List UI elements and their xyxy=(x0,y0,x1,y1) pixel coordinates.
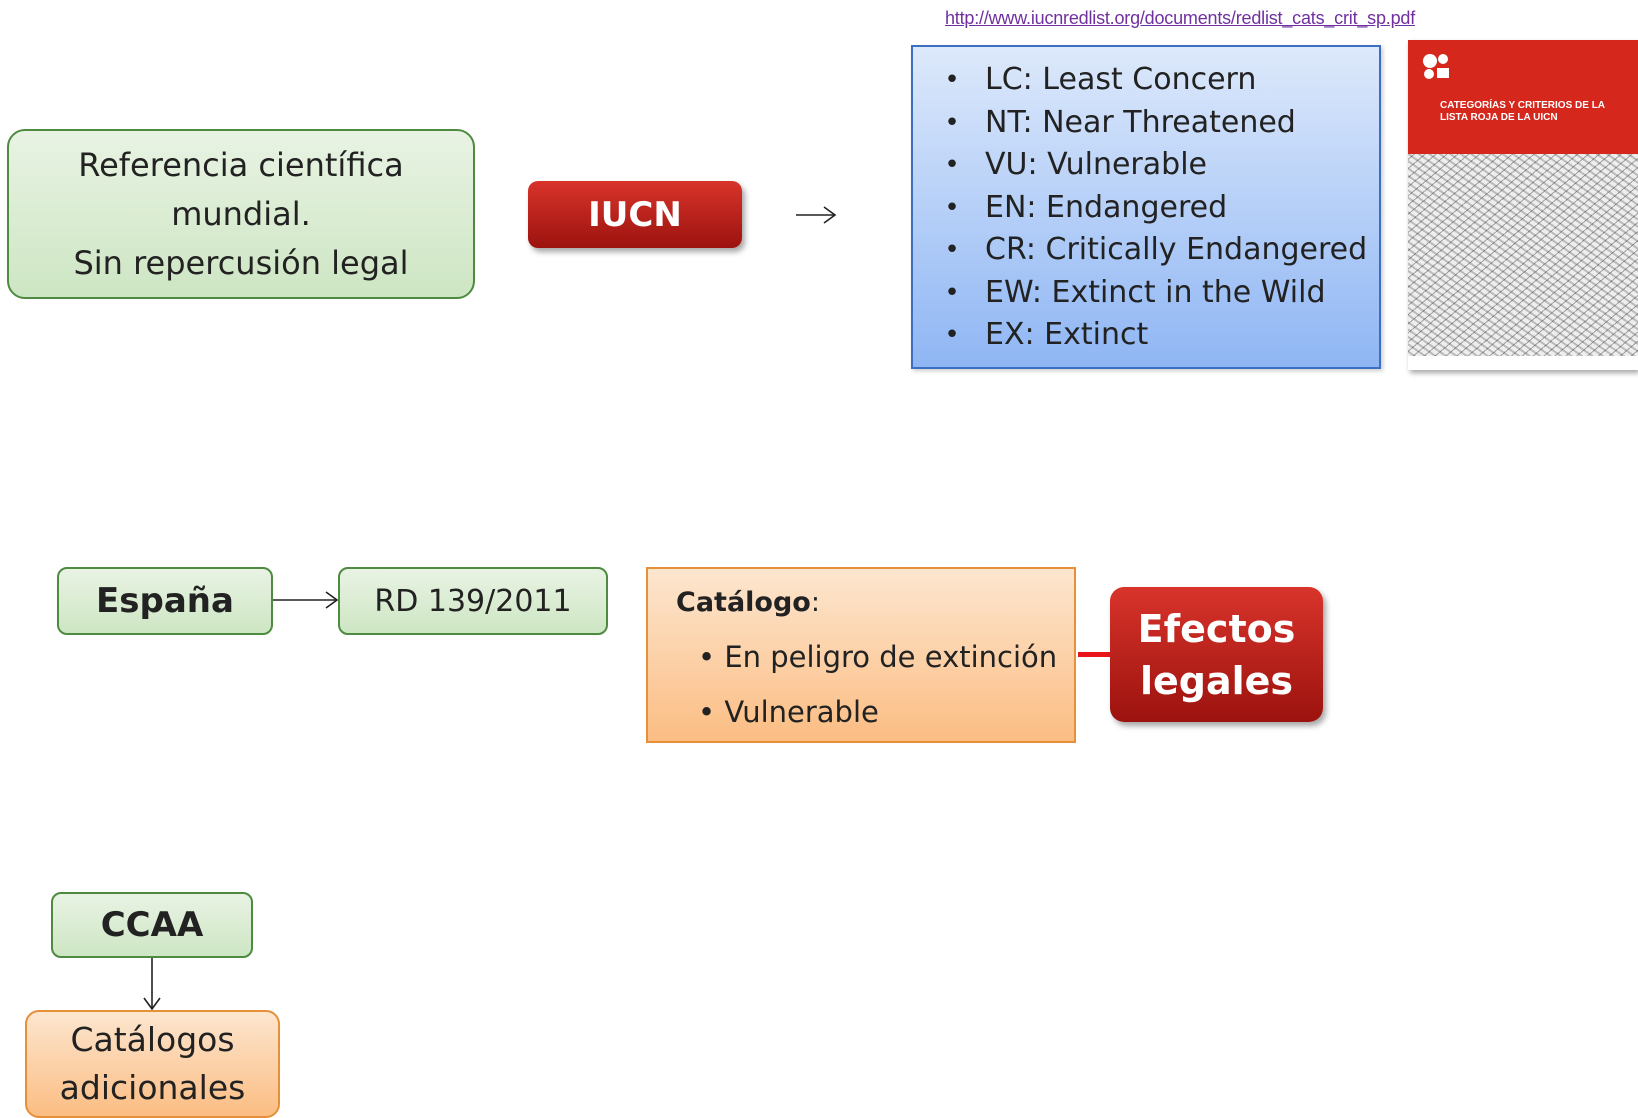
espana-rd-arrow-icon xyxy=(273,591,339,609)
cover-title: CATEGORÍAS Y CRITERIOS DE LA LISTA ROJA … xyxy=(1440,100,1606,123)
iucn-button: IUCN xyxy=(528,181,742,248)
rd-box: RD 139/2011 xyxy=(338,567,608,635)
reference-box: Referencia científica mundial. Sin reper… xyxy=(7,129,475,299)
iucn-pdf-link[interactable]: http://www.iucnredlist.org/documents/red… xyxy=(945,8,1416,28)
catalogos-line-1: Catálogos xyxy=(70,1020,235,1059)
espana-label: España xyxy=(96,581,234,621)
bullet-icon: • xyxy=(944,235,960,265)
ccaa-label: CCAA xyxy=(100,905,204,945)
espana-box: España xyxy=(57,567,273,635)
ccaa-arrow-icon xyxy=(143,958,161,1011)
category-item: •EX: Extinct xyxy=(913,314,1379,357)
catalogo-item: • En peligro de extinción xyxy=(698,640,1058,674)
ccaa-box: CCAA xyxy=(51,892,253,958)
bullet-icon: • xyxy=(944,192,960,223)
efectos-line-2: legales xyxy=(1139,658,1294,703)
efectos-line-1: Efectos xyxy=(1137,606,1296,651)
category-item: •LC: Least Concern xyxy=(913,59,1379,102)
catalogos-line-2: adicionales xyxy=(59,1068,246,1107)
catalogo-box: Catálogo: • En peligro de extinción • Vu… xyxy=(646,567,1076,743)
bullet-icon: • xyxy=(944,65,960,95)
category-item: •NT: Near Threatened xyxy=(913,102,1379,145)
category-item: •EN: Endangered xyxy=(913,187,1379,230)
catalogos-adicionales-box: Catálogos adicionales xyxy=(25,1010,280,1118)
rd-label: RD 139/2011 xyxy=(374,583,572,619)
category-item: •EW: Extinct in the Wild xyxy=(913,272,1379,315)
cover-footer xyxy=(1408,356,1638,370)
iucn-arrow-icon xyxy=(796,206,837,224)
cover-illustration xyxy=(1408,154,1638,360)
category-item: •CR: Critically Endangered xyxy=(913,229,1379,272)
category-item: •VU: Vulnerable xyxy=(913,144,1379,187)
iucn-label: IUCN xyxy=(588,194,682,235)
red-connector xyxy=(1078,652,1110,657)
catalogo-item: • Vulnerable xyxy=(698,695,879,729)
bullet-icon: • xyxy=(944,150,960,180)
iucn-logo-icon xyxy=(1423,54,1449,79)
reference-line-2: mundial. xyxy=(171,194,311,233)
bullet-icon: • xyxy=(944,107,960,138)
catalogo-heading: Catálogo: xyxy=(676,587,820,618)
iucn-categories-list: •LC: Least Concern •NT: Near Threatened … xyxy=(911,45,1381,369)
bullet-icon: • xyxy=(944,277,960,308)
reference-line-1: Referencia científica xyxy=(78,145,404,184)
bullet-icon: • xyxy=(944,320,960,350)
reference-line-3: Sin repercusión legal xyxy=(73,243,409,282)
red-list-cover-image: CATEGORÍAS Y CRITERIOS DE LA LISTA ROJA … xyxy=(1408,40,1638,370)
efectos-legales-button: Efectos legales xyxy=(1110,587,1323,722)
